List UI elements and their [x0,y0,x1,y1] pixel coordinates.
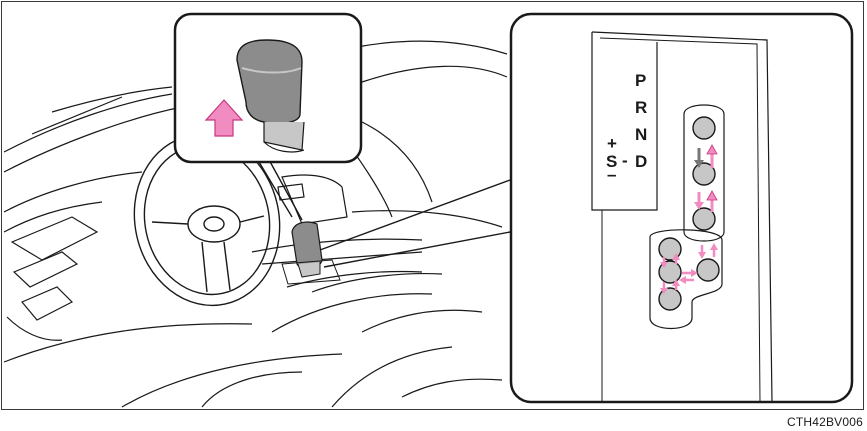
gate-label-minus: – [607,166,616,183]
position-p-marker [693,117,715,139]
gate-label-d: D [635,153,647,170]
console-shift-knob [282,222,340,284]
car-interior-illustration [2,2,865,411]
gate-separator: - [622,152,628,169]
gate-label-r: R [635,99,647,116]
figure-frame: P R N D - S + – [1,1,864,410]
shift-gate-inset [511,14,852,402]
gate-label-plus: + [607,135,617,152]
position-d-marker [697,259,719,281]
figure-code: CTH42BV006 [787,415,863,429]
gate-label-n: N [635,126,647,143]
knob-detail-inset [175,14,361,162]
gate-label-p: P [635,72,646,89]
